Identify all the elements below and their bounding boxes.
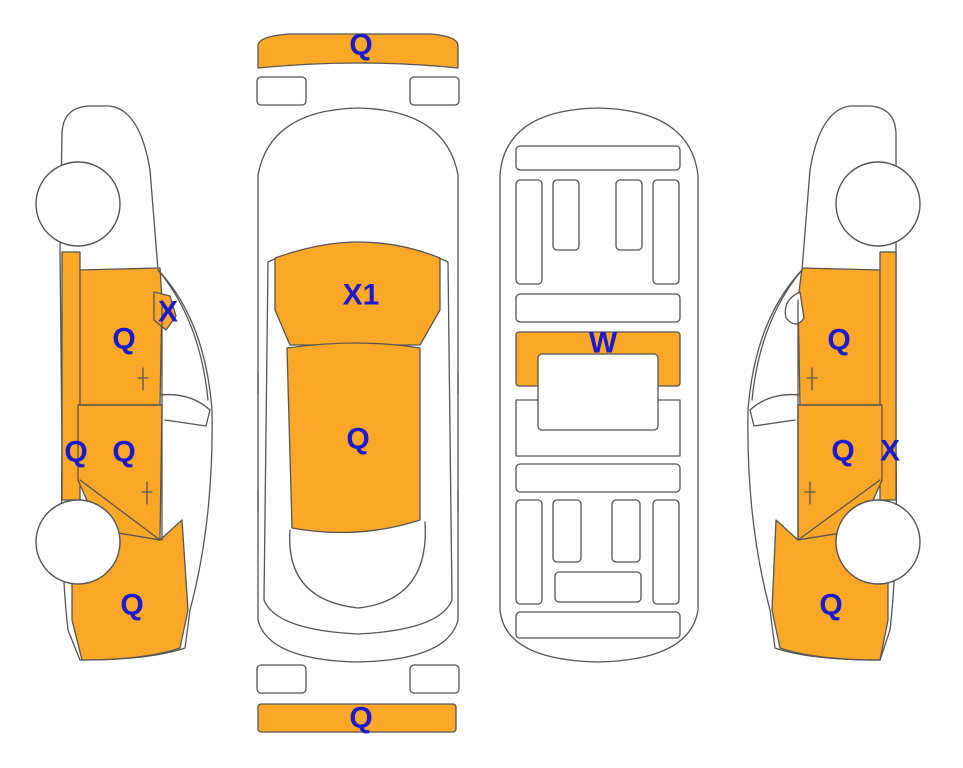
front-seat-center-right [611,499,641,563]
top-trunk-line [289,521,426,609]
mark-left-front-door: Q [112,323,135,356]
interior-view [499,107,699,663]
rear-bench [515,293,681,323]
left-pillar-line [157,269,209,401]
mark-right-rear-door: Q [831,435,854,468]
right-pillar-line [751,269,803,401]
rear-seat-center-right [615,179,643,251]
front-right-headlight [409,76,460,106]
top-view [256,33,460,733]
top-hood-panel[interactable] [274,241,441,346]
front-seat-frame [515,399,681,457]
right-mirror [784,291,805,325]
front-console [554,571,642,603]
right-lower-diagonal [797,479,881,541]
top-roof-panel[interactable] [286,342,421,534]
top-front-bumper-panel[interactable] [257,33,459,69]
mark-top-roof: Q [346,423,369,456]
front-left-headlight [256,76,307,106]
rear-seat-center-left [552,179,580,251]
right-body-outline [747,105,898,661]
left-side-view [35,105,213,661]
rear-left-taillight [256,664,307,694]
left-front-handle [137,367,149,391]
right-window-line [749,393,801,427]
mark-left-quarter: Q [120,589,143,622]
left-rear-handle [141,481,153,505]
center-console [537,353,659,431]
mark-left-sill: Q [64,436,87,469]
rear-seat-right [652,179,680,285]
mark-interior-dashboard: W [589,327,618,360]
mark-right-sill: X [880,435,900,468]
mark-top-hood: X1 [343,279,380,312]
right-front-wheel [835,161,921,247]
front-seat-right [652,499,680,605]
right-rear-wheel [835,499,921,585]
rear-seat-left [515,179,543,285]
front-bench [515,463,681,493]
mark-top-rear-bumper: Q [349,702,372,735]
left-lower-diagonal [79,479,161,541]
right-front-handle [806,367,818,391]
mark-right-quarter: Q [819,589,842,622]
mark-left-a-pillar: X [158,296,178,329]
left-body-outline [59,105,213,661]
interior-outline [499,107,699,663]
rear-right-taillight [409,664,460,694]
front-shelf [515,611,681,639]
right-side-view [747,105,921,661]
right-rear-handle [804,481,816,505]
rear-shelf [515,145,681,171]
left-a-pillar-panel[interactable] [153,291,177,331]
top-body-outline [257,107,459,663]
front-seat-left [515,499,543,605]
left-window-line [159,393,211,427]
left-rear-wheel [35,499,121,585]
mark-top-front-bumper: Q [349,29,372,62]
mark-left-rear-door: Q [112,436,135,469]
left-front-wheel [35,161,121,247]
top-rear-bumper-panel[interactable] [257,703,457,733]
front-seat-center-left [552,499,582,563]
mark-right-front-door: Q [827,324,850,357]
damage-marks: Q X1 Q Q W Q X Q Q Q Q Q X Q [64,29,900,735]
